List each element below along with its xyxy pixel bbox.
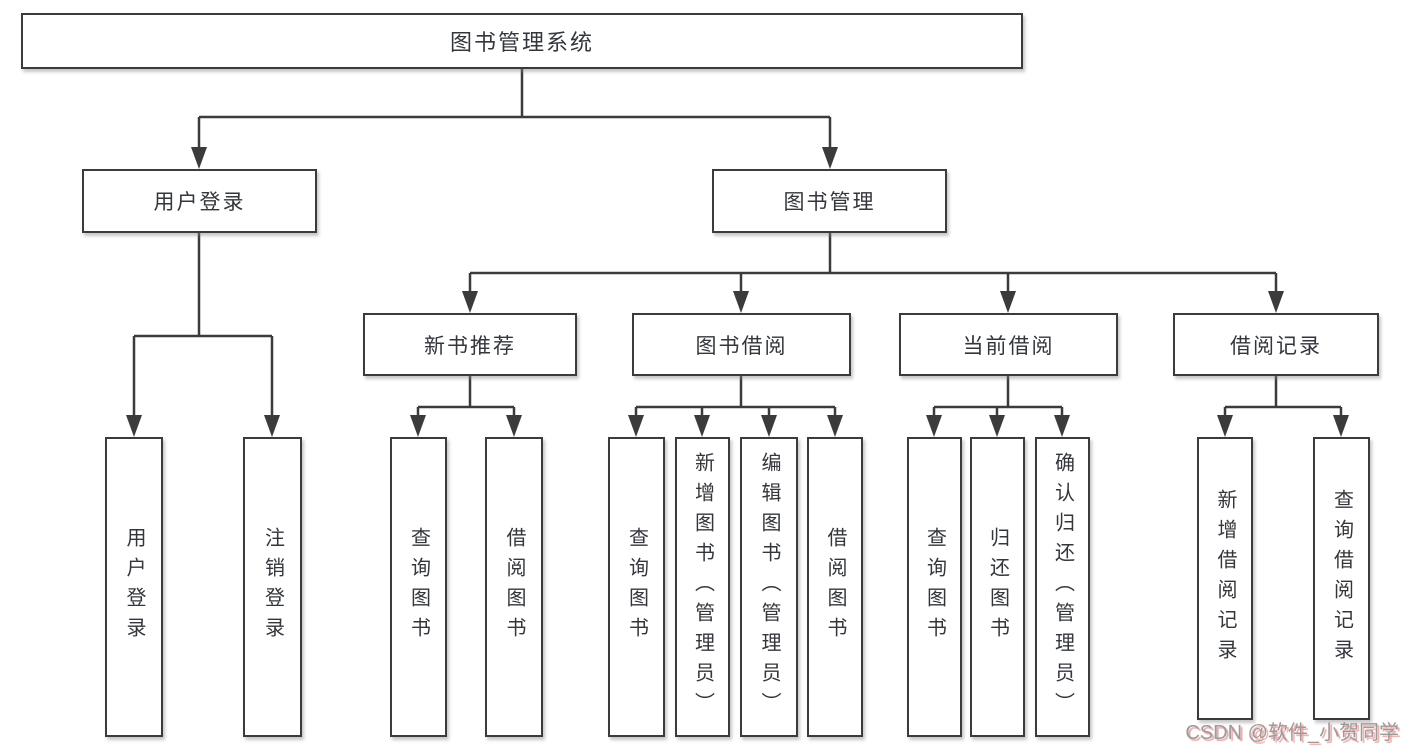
node-label: 图书借阅 (695, 334, 788, 358)
node-label: 新书推荐 (424, 334, 516, 358)
node-label: 借阅图书 (824, 527, 846, 647)
node-label: 编辑图书（管理员） (758, 452, 780, 722)
arrowheads (126, 147, 1349, 437)
node-library-management-system: 图书管理系统 (21, 13, 1023, 69)
node-user-login: 用户登录 (82, 169, 317, 233)
node-label: 新增图书（管理员） (691, 452, 714, 722)
leaf-logout: 注销登录 (243, 437, 302, 737)
leaf-borrow-book-recommend: 借阅图书 (485, 437, 543, 737)
leaf-add-book-admin: 新增图书（管理员） (675, 437, 730, 737)
node-label: 借阅图书 (503, 527, 525, 647)
leaf-confirm-return-admin: 确认归还（管理员） (1035, 437, 1090, 737)
leaf-query-borrow-record: 查询借阅记录 (1313, 437, 1370, 720)
node-borrow-records: 借阅记录 (1173, 313, 1379, 376)
node-label: 注销登录 (261, 527, 284, 647)
node-label: 新增借阅记录 (1214, 488, 1236, 669)
node-label: 用户登录 (123, 527, 145, 647)
leaf-query-book-recommend: 查询图书 (390, 437, 447, 737)
node-new-book-recommend: 新书推荐 (363, 313, 577, 376)
leaf-query-book-borrow: 查询图书 (608, 437, 665, 737)
node-label: 图书管理系统 (449, 30, 594, 55)
csdn-watermark: CSDN @软件_小贺同学 (1185, 722, 1399, 744)
node-label: 图书管理 (783, 191, 876, 214)
node-book-borrow: 图书借阅 (632, 313, 851, 376)
leaf-add-borrow-record: 新增借阅记录 (1197, 437, 1253, 720)
leaf-query-book-current: 查询图书 (907, 437, 962, 737)
node-label: 借阅记录 (1230, 334, 1322, 358)
leaf-return-book: 归还图书 (970, 437, 1025, 737)
leaf-borrow-book: 借阅图书 (807, 437, 863, 737)
leaf-edit-book-admin: 编辑图书（管理员） (740, 437, 798, 737)
node-label: 当前借阅 (962, 334, 1055, 358)
node-book-management: 图书管理 (712, 169, 947, 233)
node-label: 确认归还（管理员） (1051, 452, 1074, 722)
node-label: 查询图书 (625, 527, 648, 647)
node-label: 查询图书 (407, 527, 430, 647)
node-label: 用户登录 (153, 191, 246, 214)
node-label: 查询图书 (923, 527, 946, 647)
leaf-user-login: 用户登录 (105, 437, 163, 737)
node-label: 归还图书 (986, 527, 1009, 647)
node-label: 查询借阅记录 (1330, 488, 1353, 669)
node-current-borrow: 当前借阅 (899, 313, 1118, 376)
